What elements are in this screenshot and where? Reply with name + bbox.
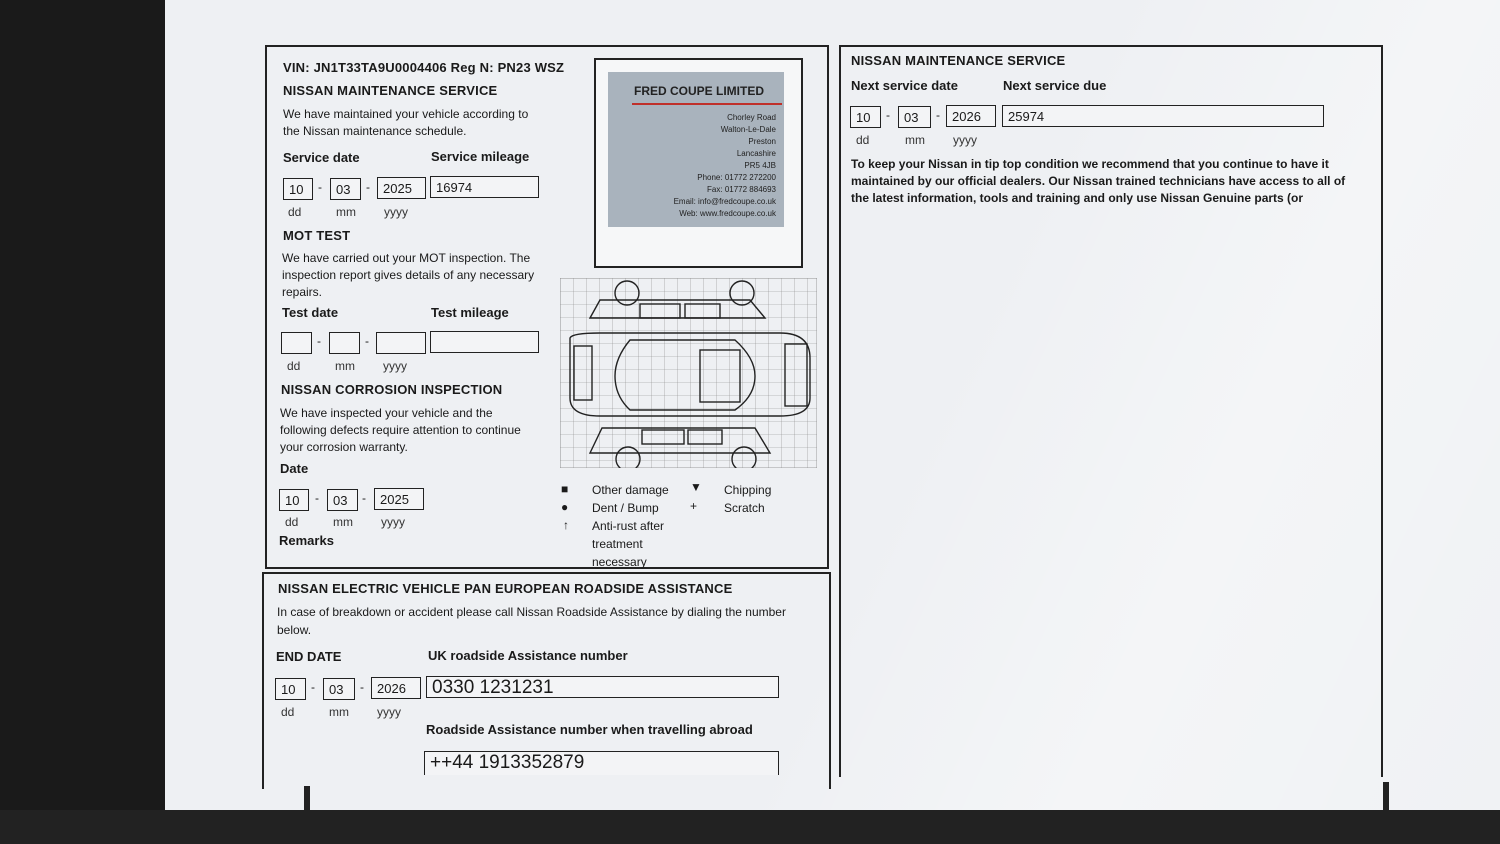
right-title: NISSAN MAINTENANCE SERVICE: [851, 53, 1066, 68]
table-surface: [0, 810, 1500, 844]
abroad-number-field[interactable]: ++44 1913352879: [424, 751, 779, 775]
dealer-name: FRED COUPE LIMITED: [634, 84, 765, 98]
test-dd-field[interactable]: [281, 332, 312, 354]
service-date-label: Service date: [283, 150, 360, 165]
test-yyyy-field[interactable]: [376, 332, 426, 354]
mot-text-2: inspection report gives details of any n…: [282, 268, 535, 282]
service-dd-field[interactable]: 10: [283, 178, 313, 200]
service-yyyy-field[interactable]: 2025: [377, 177, 426, 199]
service-record-panel: [265, 45, 829, 569]
corrosion-mm-field[interactable]: 03: [327, 489, 358, 511]
corrosion-text-1: We have inspected your vehicle and the: [280, 406, 493, 420]
roadside-text-2: below.: [277, 623, 312, 637]
next-mm-field[interactable]: 03: [898, 106, 931, 128]
test-mm-field[interactable]: [329, 332, 360, 354]
right-text-3: the latest information, tools and traini…: [851, 191, 1304, 205]
uk-number-label: UK roadside Assistance number: [428, 648, 628, 663]
roadside-title: NISSAN ELECTRIC VEHICLE PAN EUROPEAN ROA…: [278, 581, 733, 596]
corrosion-dd-field[interactable]: 10: [279, 489, 309, 511]
end-dd-field[interactable]: 10: [275, 678, 306, 700]
damage-legend: ■: [561, 482, 569, 496]
test-date-label: Test date: [282, 305, 339, 320]
next-dd-field[interactable]: 10: [850, 106, 881, 128]
dealer-stamp: FRED COUPE LIMITED Chorley Road Walton-L…: [608, 72, 784, 227]
service-text-2: the Nissan maintenance schedule.: [283, 124, 467, 138]
next-due-field[interactable]: 25974: [1002, 105, 1324, 127]
corrosion-text-2: following defects require attention to c…: [280, 423, 521, 437]
service-text-1: We have maintained your vehicle accordin…: [283, 107, 529, 121]
dealer-stamp-box: FRED COUPE LIMITED Chorley Road Walton-L…: [594, 58, 803, 268]
end-mm-field[interactable]: 03: [323, 678, 355, 700]
abroad-number-label: Roadside Assistance number when travelli…: [426, 722, 753, 737]
binding-clip-right: [1383, 782, 1389, 816]
test-mileage-label: Test mileage: [431, 305, 509, 320]
service-title: NISSAN MAINTENANCE SERVICE: [283, 83, 498, 98]
next-yyyy-field[interactable]: 2026: [946, 105, 996, 127]
service-mileage-field[interactable]: 16974: [430, 176, 539, 198]
mot-text-1: We have carried out your MOT inspection.…: [282, 251, 531, 265]
roadside-text-1: In case of breakdown or accident please …: [277, 605, 786, 619]
vin-line: VIN: JN1T33TA9U0004406 Reg N: PN23 WSZ: [283, 60, 565, 75]
unit-yyyy: yyyy: [384, 205, 408, 219]
corrosion-date-label: Date: [280, 461, 309, 476]
test-mileage-field[interactable]: [430, 331, 539, 353]
next-date-label: Next service date: [851, 78, 958, 93]
remarks-label: Remarks: [279, 533, 334, 548]
end-yyyy-field[interactable]: 2026: [371, 677, 421, 699]
service-mileage-label: Service mileage: [431, 149, 530, 164]
corrosion-yyyy-field[interactable]: 2025: [374, 488, 424, 510]
right-text-1: To keep your Nissan in tip top condition…: [851, 157, 1329, 171]
unit-dd: dd: [288, 205, 302, 219]
corrosion-title: NISSAN CORROSION INSPECTION: [281, 382, 503, 397]
service-mm-field[interactable]: 03: [330, 178, 361, 200]
next-due-label: Next service due: [1003, 78, 1107, 93]
corrosion-text-3: your corrosion warranty.: [280, 440, 408, 454]
right-text-2: maintained by our official dealers. Our …: [851, 174, 1346, 188]
uk-number-field[interactable]: 0330 1231231: [426, 676, 779, 698]
end-date-label: END DATE: [276, 649, 342, 664]
roadside-panel: [262, 572, 831, 789]
mot-title: MOT TEST: [283, 228, 351, 243]
car-damage-diagram[interactable]: [560, 278, 817, 468]
unit-mm: mm: [336, 205, 356, 219]
binding-clip-left: [304, 786, 310, 820]
next-service-panel: [839, 45, 1383, 777]
mot-text-3: repairs.: [282, 285, 323, 299]
